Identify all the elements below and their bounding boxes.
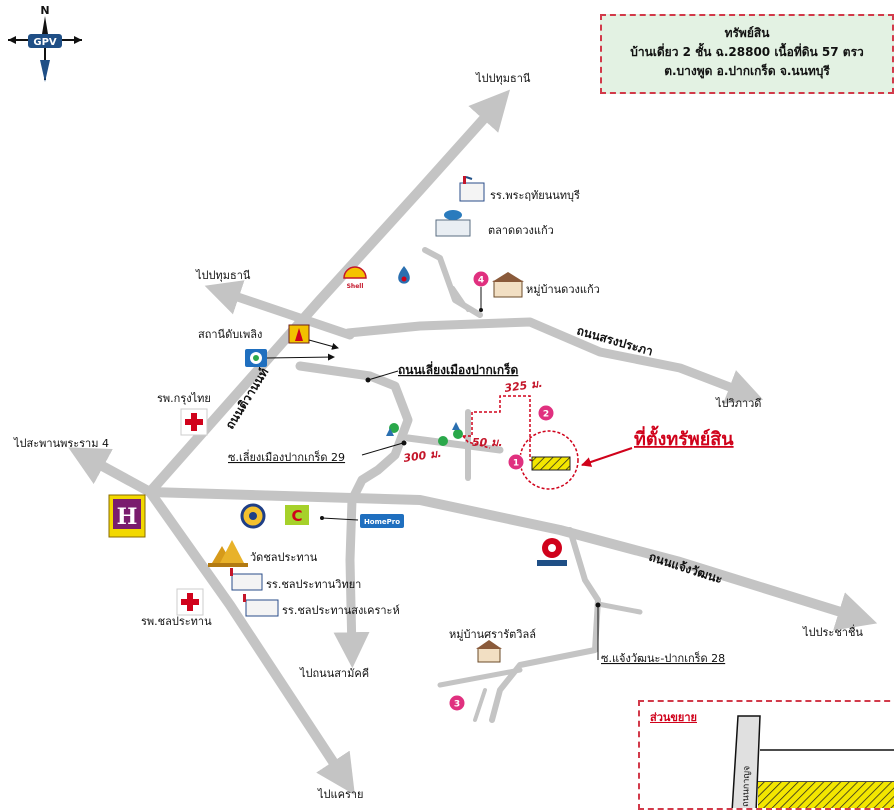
soi-waypoints xyxy=(386,422,463,446)
dest-rama4-bridge: ไปสะพานพระราม 4 xyxy=(13,437,109,450)
marker-3-label: 3 xyxy=(454,700,460,710)
road-to-pathum-north xyxy=(145,89,511,497)
hotel-icon: H xyxy=(108,494,146,538)
fire-station-label: สถานีดับเพลิง xyxy=(198,328,262,341)
road-village-stub-2 xyxy=(473,688,487,722)
distance-300m: 300 ม. xyxy=(403,447,443,465)
village-srarat-icon xyxy=(476,640,502,663)
school-chonprathan-icon xyxy=(230,568,263,591)
temple-icon xyxy=(208,540,248,567)
dest-pathum-west: ไปปทุมธานี xyxy=(195,269,251,282)
wat-chonprathan-label: วัดชลประทาน xyxy=(250,551,318,564)
road-to-khae-rai xyxy=(145,487,355,796)
marker-2: 2 xyxy=(537,404,555,422)
roads xyxy=(68,89,878,796)
hospital-krungthai-label: รพ.กรุงไทย xyxy=(157,392,211,405)
waypoint-green-1-icon xyxy=(389,423,399,433)
info-title: ทรัพย์สิน xyxy=(724,26,770,40)
compass-brand: GPV xyxy=(33,37,57,48)
school-phrathai-label: รร.พระฤทัยนนทบุรี xyxy=(490,189,580,202)
enlarged-view-inset: ส่วนขยาย ถนนกาญจ xyxy=(638,700,894,810)
compass-north-label: N xyxy=(40,4,49,17)
road-duangkaew-branch xyxy=(422,247,483,318)
market-label: ตลาดดวงแก้ว xyxy=(488,224,554,237)
inset-property-plot xyxy=(758,782,894,808)
property-label: ที่ตั้งทรัพย์สิน xyxy=(634,425,734,450)
road-chaengwattana xyxy=(145,487,878,631)
shell-icon: Shell xyxy=(343,266,367,290)
distance-325m: 325 ม. xyxy=(504,377,544,395)
road-tiwanon-west xyxy=(204,280,355,340)
temple-seal-icon xyxy=(240,503,266,529)
ptt-station-icon xyxy=(398,266,410,284)
waypoint-green-2-icon xyxy=(438,436,448,446)
property-info-box: ทรัพย์สิน บ้านเดี่ยว 2 ชั้น ฉ.28800 เนื้… xyxy=(600,14,894,94)
road-village-stub-1 xyxy=(451,286,470,312)
homepro-icon: HomePro xyxy=(360,514,404,528)
soi-29-dot xyxy=(401,440,407,446)
market-icon xyxy=(435,210,471,237)
marker-4-label: 4 xyxy=(478,276,484,286)
road-bypass-pak-kret xyxy=(295,361,413,669)
marker-2-label: 2 xyxy=(543,410,549,420)
inset-road xyxy=(731,715,761,808)
school-phrathai-icon xyxy=(459,176,485,202)
soi-28-dot xyxy=(595,602,601,608)
bangchak-pointer xyxy=(266,353,335,361)
dest-prachachuen: ไปประชาชื่น xyxy=(802,624,863,639)
school-chonprathan-label: รร.ชลประทานวิทยา xyxy=(266,578,361,591)
distance-50m: 50 ม. xyxy=(472,436,503,449)
road-songprapha xyxy=(343,317,764,404)
fire-station-icon xyxy=(288,324,310,344)
village-duangkaew-icon xyxy=(492,272,524,298)
bangchak-icon xyxy=(245,349,267,367)
bypass-label-dot xyxy=(365,377,371,383)
dest-samakkhi: ไปถนนสามัคคี xyxy=(299,667,369,680)
hospital-chonprathan-label: รพ.ชลประทาน xyxy=(141,615,212,628)
inset-map: ถนนกาญจ xyxy=(731,715,894,808)
marker-1: 1 xyxy=(507,453,525,471)
property-arrow xyxy=(581,447,633,467)
bypass-label-pointer xyxy=(367,370,399,381)
road-label-bypass: ถนนเลี่ยงเมืองปากเกร็ด xyxy=(398,361,519,377)
info-line-1: บ้านเดี่ยว 2 ชั้น ฉ.28800 เนื้อที่ดิน 57… xyxy=(630,45,864,59)
power-company-icon xyxy=(537,538,567,566)
marker-4: 4 xyxy=(472,270,490,312)
dest-vibhavadi: ไปวิภาวดี xyxy=(715,397,761,410)
marker-3: 3 xyxy=(448,694,466,712)
soi-29-pointer xyxy=(361,442,404,456)
shell-label: Shell xyxy=(347,283,364,290)
dest-khae-rai: ไปแคราย xyxy=(317,788,364,800)
road-srarat-spur xyxy=(437,667,523,688)
big-c-label: C xyxy=(291,507,302,525)
big-c-icon: C xyxy=(285,505,309,525)
soi-29-label: ซ.เลี่ยงเมืองปากเกร็ด 29 xyxy=(228,449,345,464)
school-songkhro-label: รร.ชลประทานสงเคราะห์ xyxy=(282,604,400,617)
road-soi-28-branch xyxy=(595,601,643,615)
hospital-krungthai-icon xyxy=(180,408,208,436)
dest-pathum-north: ไปปทุมธานี xyxy=(475,72,531,85)
road-soi-28 xyxy=(489,527,601,723)
village-srarat-label: หมู่บ้านศรารัตวิลล์ xyxy=(449,628,536,641)
info-line-2: ต.บางพูด อ.ปากเกร็ด จ.นนทบุรี xyxy=(664,64,830,78)
compass-rose: GPV N xyxy=(8,4,82,82)
homepro-pointer xyxy=(321,517,359,521)
fire-station-pointer xyxy=(308,339,339,350)
inset-title: ส่วนขยาย xyxy=(650,711,697,724)
soi-28-label: ซ.แจ้งวัฒนะ-ปากเกร็ด 28 xyxy=(601,651,725,665)
inset-road-label: ถนนกาญจ xyxy=(741,766,752,808)
village-duangkaew-label: หมู่บ้านดวงแก้ว xyxy=(526,283,600,296)
waypoint-green-3-icon xyxy=(453,429,463,439)
hotel-label: H xyxy=(117,504,138,530)
hospital-chonprathan-icon xyxy=(176,588,204,616)
school-songkhro-icon xyxy=(243,594,279,617)
homepro-label: HomePro xyxy=(364,518,400,526)
road-soi-29 xyxy=(404,434,504,454)
property-plot xyxy=(531,456,571,471)
road-to-rama4 xyxy=(68,447,155,497)
marker-1-label: 1 xyxy=(513,459,519,469)
route-path xyxy=(462,395,549,467)
